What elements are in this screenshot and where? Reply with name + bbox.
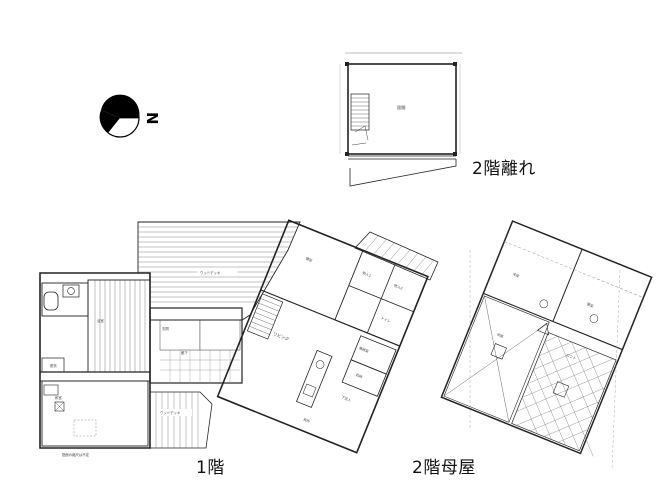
label-annex-floor2: 2階離れ [472, 159, 536, 179]
floor1-porch [354, 231, 439, 281]
annex-room-label: 居間 [397, 105, 405, 111]
compass-icon: N [99, 94, 161, 138]
wood-deck-small: ウッドデッキ [149, 391, 213, 449]
storage-room-label: 収納 [355, 372, 364, 379]
main-floor2-plan: 洋室 寝室 吹抜 ロフト [440, 220, 653, 471]
wood-deck-label: ウッドデッキ [200, 270, 221, 275]
floor1-rotated-block: 寝室 物入1 物入2 トイレ 機械室 収納 下足入 リビング 台所 [216, 219, 429, 454]
floor1-plan: 浴室 脱衣 和室 図面の縮尺は不定 玄関 廊下 [39, 219, 439, 457]
loft-label: ロフト [566, 352, 577, 360]
note-label: 図面の縮尺は不定 [62, 452, 90, 457]
storage-1-label: 物入1 [362, 270, 372, 278]
bedroom-1b-label: 寝室 [586, 301, 595, 308]
hall-label: 廊下 [181, 350, 188, 355]
living-label: リビング [272, 330, 290, 343]
entrance-label: 玄関 [162, 326, 169, 331]
label-main-floor2: 2階母屋 [412, 458, 476, 478]
bedroom-2-label: 洋室 [512, 271, 521, 278]
storage-2-label: 物入2 [393, 283, 403, 291]
shoe-closet-label: 下足入 [341, 395, 352, 403]
dressing-label: 脱衣 [50, 363, 57, 368]
wood-deck: ウッドデッキ [137, 221, 301, 321]
annex-floor2-plan: 居間 [339, 52, 462, 187]
bath-label: 浴室 [97, 318, 104, 323]
label-floor1: 1階 [196, 458, 225, 478]
wood-deck-small-label: ウッドデッキ [160, 410, 181, 415]
japanese-room-label: 和室 [55, 395, 62, 400]
void-label: 吹抜 [496, 332, 505, 339]
toilet-label: トイレ [380, 316, 391, 324]
bedroom-1-label: 寝室 [305, 256, 314, 263]
machine-room-label: 機械室 [358, 345, 370, 354]
kitchen-label: 台所 [303, 416, 312, 423]
north-letter: N [143, 112, 161, 125]
